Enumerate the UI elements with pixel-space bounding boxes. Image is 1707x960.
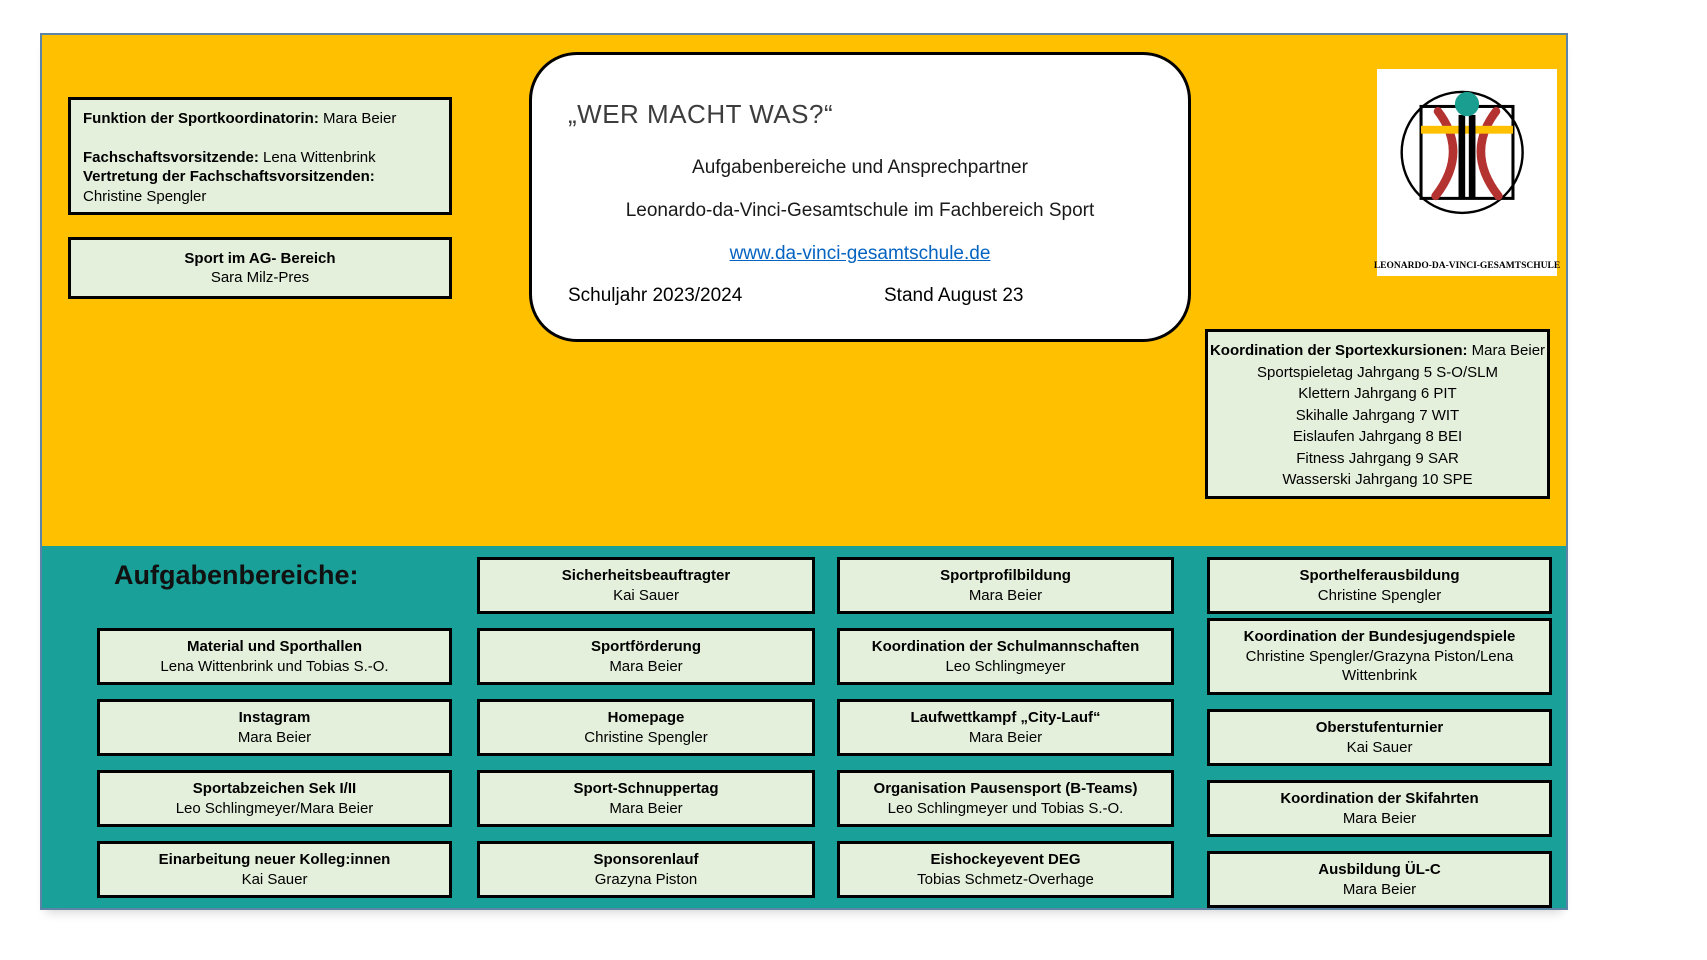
- excursion-line: Klettern Jahrgang 6 PIT: [1298, 385, 1457, 402]
- excursion-line: Skihalle Jahrgang 7 WIT: [1295, 406, 1460, 424]
- task-title: Sportförderung: [591, 638, 701, 655]
- task-box: Sport-Schnuppertag Mara Beier: [477, 770, 815, 827]
- excursion-line: Wasserski Jahrgang 10 SPE: [1282, 471, 1473, 488]
- task-box: Koordination der Skifahrten Mara Beier: [1207, 780, 1552, 837]
- task-box: Instagram Mara Beier: [97, 699, 452, 756]
- task-name: Tobias Schmetz-Overhage: [917, 870, 1094, 888]
- task-name: Kai Sauer: [1346, 738, 1413, 756]
- tasks-heading: Aufgabenbereiche:: [114, 560, 359, 590]
- task-title: Sporthelferausbildung: [1299, 567, 1460, 584]
- deputy-label: Vertretung der Fachschaftsvorsitzenden:: [83, 168, 375, 185]
- task-title: Koordination der Bundesjugendspiele: [1243, 628, 1516, 646]
- task-column-1: Material und Sporthallen Lena Wittenbrin…: [97, 628, 452, 898]
- school-logo: LEONARDO-DA-VINCI-GESAMTSCHULE: [1373, 69, 1561, 276]
- excursion-line: Sportspieletag Jahrgang 5 S-O/SLM: [1257, 363, 1498, 381]
- task-title: Sport-Schnuppertag: [573, 780, 719, 797]
- task-box: Sportprofilbildung Mara Beier: [837, 557, 1174, 614]
- main-title: „WER MACHT WAS?“: [568, 99, 834, 129]
- task-title: Sponsorenlauf: [593, 851, 699, 868]
- task-title: Oberstufenturnier: [1315, 719, 1444, 736]
- excursion-line: Fitness Jahrgang 9 SAR: [1296, 449, 1459, 467]
- task-box: Material und Sporthallen Lena Wittenbrin…: [97, 628, 452, 685]
- task-name: Mara Beier: [609, 799, 683, 817]
- coordinator-line: Funktion der Sportkoordinatorin: Mara Be…: [83, 109, 437, 129]
- school-year-label: Schuljahr 2023/2024: [568, 285, 743, 306]
- task-name: Leo Schlingmeyer und Tobias S.-O.: [887, 799, 1124, 817]
- task-box: Einarbeitung neuer Kolleg:innen Kai Saue…: [97, 841, 452, 898]
- chairperson-label: Fachschaftsvorsitzende:: [83, 148, 259, 166]
- task-box: Sicherheitsbeauftragter Kai Sauer: [477, 557, 815, 614]
- task-title: Organisation Pausensport (B-Teams): [873, 780, 1138, 797]
- chairperson-line: Fachschaftsvorsitzende: Lena Wittenbrink: [83, 148, 437, 168]
- task-title: Homepage: [607, 709, 685, 726]
- task-box: Sportförderung Mara Beier: [477, 628, 815, 685]
- task-title: Einarbeitung neuer Kolleg:innen: [158, 851, 391, 868]
- deputy-name-line: Christine Spengler: [83, 187, 207, 205]
- subtitle-school: Leonardo-da-Vinci-Gesamtschule im Fachbe…: [625, 200, 1095, 221]
- ag-sport-name: Sara Milz-Pres: [210, 269, 310, 286]
- task-box: Homepage Christine Spengler: [477, 699, 815, 756]
- coordinator-role-label: Funktion der Sportkoordinatorin:: [83, 110, 319, 127]
- task-box: Sponsorenlauf Grazyna Piston: [477, 841, 815, 898]
- task-title: Sportabzeichen Sek I/II: [192, 780, 357, 797]
- task-title: Sportprofilbildung: [940, 567, 1071, 584]
- deputy-line: Vertretung der Fachschaftsvorsitzenden:: [83, 167, 437, 187]
- excursions-title: Koordination der Sportexkursionen:: [1209, 342, 1468, 359]
- task-name: Leo Schlingmeyer: [945, 657, 1066, 675]
- school-logo-caption: LEONARDO-DA-VINCI-GESAMTSCHULE: [1373, 261, 1561, 271]
- task-name: Grazyna Piston: [594, 870, 698, 888]
- subtitle-areas: Aufgabenbereiche und Ansprechpartner: [692, 157, 1028, 178]
- excursions-coordinator: Mara Beier: [1467, 342, 1546, 359]
- excursions-box: Koordination der Sportexkursionen: Mara …: [1205, 329, 1550, 499]
- task-title: Ausbildung ÜL-C: [1318, 861, 1441, 878]
- task-title: Eishockeyevent DEG: [930, 851, 1081, 868]
- task-box: Koordination der Schulmannschaften Leo S…: [837, 628, 1174, 685]
- task-name: Mara Beier: [237, 728, 312, 746]
- task-name: Christine Spengler: [584, 728, 708, 746]
- task-name: Christine Spengler/Grazyna Piston/Lena W…: [1245, 647, 1514, 685]
- task-box: Koordination der Bundesjugendspiele Chri…: [1207, 618, 1552, 695]
- header-section: Funktion der Sportkoordinatorin: Mara Be…: [42, 35, 1566, 546]
- task-box: Ausbildung ÜL-C Mara Beier: [1207, 851, 1552, 908]
- task-box: Eishockeyevent DEG Tobias Schmetz-Overha…: [837, 841, 1174, 898]
- task-title: Koordination der Skifahrten: [1280, 790, 1479, 807]
- task-name: Leo Schlingmeyer/Mara Beier: [175, 799, 374, 817]
- task-title: Koordination der Schulmannschaften: [871, 638, 1140, 655]
- task-box: Oberstufenturnier Kai Sauer: [1207, 709, 1552, 766]
- task-column-3: Sportprofilbildung Mara Beier Koordinati…: [837, 557, 1174, 898]
- ag-sport-title: Sport im AG- Bereich: [184, 249, 336, 267]
- ag-sport-box: Sport im AG- Bereich Sara Milz-Pres: [68, 237, 452, 299]
- school-website-link[interactable]: www.da-vinci-gesamtschule.de: [729, 243, 991, 264]
- task-name: Mara Beier: [1342, 809, 1417, 827]
- title-card: „WER MACHT WAS?“ Aufgabenbereiche und An…: [529, 52, 1191, 342]
- task-name: Mara Beier: [1342, 880, 1417, 898]
- task-name: Mara Beier: [609, 657, 683, 675]
- coordinator-role-value: Mara Beier: [318, 110, 397, 127]
- task-box: Laufwettkampf „City-Lauf“ Mara Beier: [837, 699, 1174, 756]
- task-title: Material und Sporthallen: [186, 638, 363, 655]
- task-name: Lena Wittenbrink und Tobias S.-O.: [160, 657, 389, 675]
- coordinators-box: Funktion der Sportkoordinatorin: Mara Be…: [68, 97, 452, 215]
- chairperson-value: Lena Wittenbrink: [258, 148, 376, 166]
- slide-panel: Funktion der Sportkoordinatorin: Mara Be…: [40, 33, 1568, 910]
- task-title: Laufwettkampf „City-Lauf“: [910, 709, 1101, 726]
- task-box: Sporthelferausbildung Christine Spengler: [1207, 557, 1552, 614]
- task-name: Mara Beier: [968, 728, 1043, 746]
- task-title: Instagram: [238, 709, 311, 726]
- task-box: Sportabzeichen Sek I/II Leo Schlingmeyer…: [97, 770, 452, 827]
- vitruvian-man-icon: [1400, 90, 1524, 215]
- task-title: Sicherheitsbeauftragter: [561, 567, 731, 584]
- task-column-2: Sicherheitsbeauftragter Kai Sauer Sportf…: [477, 557, 815, 898]
- excursions-title-line: Koordination der Sportexkursionen: Mara …: [1208, 340, 1547, 362]
- task-name: Kai Sauer: [241, 870, 308, 888]
- task-name: Mara Beier: [968, 586, 1043, 604]
- task-box: Organisation Pausensport (B-Teams) Leo S…: [837, 770, 1174, 827]
- task-name: Christine Spengler: [1317, 586, 1442, 604]
- tasks-section: Aufgabenbereiche: Material und Sporthall…: [42, 546, 1566, 908]
- blank-line: [83, 129, 437, 148]
- excursion-line: Eislaufen Jahrgang 8 BEI: [1292, 428, 1463, 445]
- stand-date-label: Stand August 23: [884, 285, 1024, 306]
- task-name: Kai Sauer: [613, 586, 679, 604]
- task-column-4: Sporthelferausbildung Christine Spengler…: [1207, 557, 1552, 908]
